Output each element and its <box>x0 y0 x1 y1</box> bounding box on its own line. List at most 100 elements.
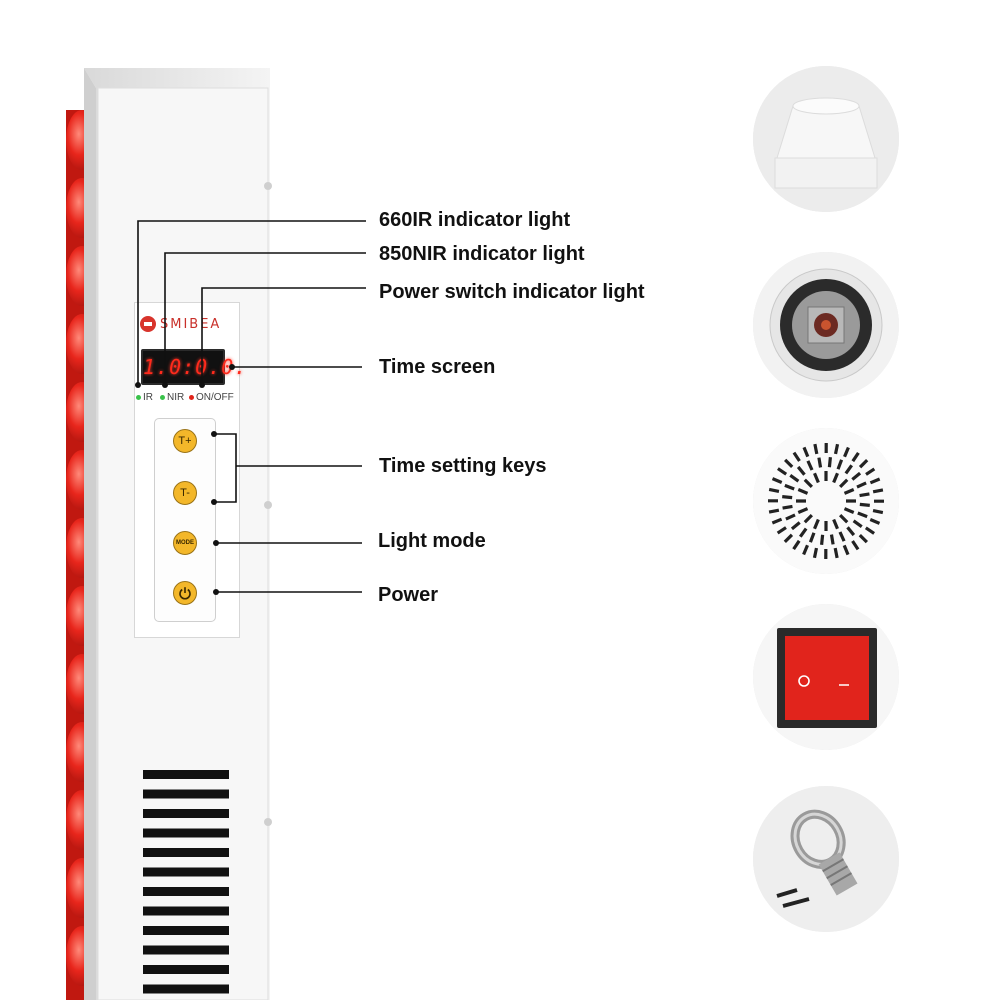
callout-ir-light: 660IR indicator light <box>379 209 571 231</box>
fan-slot <box>869 518 881 525</box>
eye-bolt-icon <box>753 786 899 932</box>
fan-slot <box>799 527 808 538</box>
fan-slot <box>858 459 869 469</box>
mode-button[interactable]: MODE <box>173 531 197 555</box>
eye-bolt-thumbnail <box>753 786 899 932</box>
indicator-nir: NIR <box>160 392 184 403</box>
brand-name: SMIBEA <box>160 316 222 332</box>
fan-slot <box>776 467 788 476</box>
vent-slot <box>143 984 229 994</box>
fan-slot <box>832 518 839 530</box>
time-plus-button[interactable]: T+ <box>173 429 197 453</box>
fan-slot <box>836 459 844 470</box>
indicator-onoff: ON/OFF <box>189 392 234 403</box>
fan-slot <box>864 526 876 535</box>
nir-dot-icon <box>160 395 165 400</box>
brand-logo-icon <box>140 316 156 332</box>
fan-slot <box>812 547 819 559</box>
rocker-switch-thumbnail <box>753 604 899 750</box>
vent-slot <box>143 965 229 974</box>
vent-slot <box>143 770 229 779</box>
fan-slot <box>802 544 809 556</box>
fan-slot <box>869 477 881 485</box>
time-plus-label: T+ <box>178 435 192 447</box>
fan-slot <box>813 472 820 484</box>
fan-slot <box>803 478 813 488</box>
fan-slot <box>838 531 846 542</box>
fan-slot <box>839 478 849 488</box>
fan-slot <box>843 507 855 514</box>
callout-time-screen: Time screen <box>379 356 496 378</box>
fan-slot <box>776 526 787 535</box>
fan-slot <box>784 483 795 491</box>
vent-slot <box>143 828 229 838</box>
mode-label: MODE <box>176 540 194 546</box>
fan-slot <box>851 540 860 551</box>
fan-slot <box>846 526 856 537</box>
fan-slot <box>843 446 850 458</box>
callout-power-switch-light: Power switch indicator light <box>379 281 645 303</box>
ir-dot-icon <box>136 395 141 400</box>
vent-slot <box>143 906 229 916</box>
fan-slot <box>803 514 813 524</box>
fan-slot <box>784 458 794 469</box>
fan-slot <box>813 443 819 455</box>
led-lamp-thumbnail <box>753 252 899 398</box>
fan-slot <box>872 508 884 515</box>
time-minus-label: T- <box>180 487 190 499</box>
fan-slot <box>797 507 809 514</box>
vent-slot <box>143 867 229 877</box>
indicator-ir-label: IR <box>143 392 153 403</box>
fan-slot <box>771 477 783 484</box>
callout-power: Power <box>378 584 439 606</box>
time-minus-button[interactable]: T- <box>173 481 197 505</box>
fan-slot <box>833 547 839 559</box>
fan-slot <box>832 472 839 484</box>
fan-slot <box>856 481 867 489</box>
fan-slot <box>806 460 814 471</box>
fan-slot <box>865 467 876 476</box>
callout-time-keys: Time setting keys <box>379 455 547 477</box>
fan-slot <box>782 504 793 510</box>
fan-slot <box>792 539 801 551</box>
vent-slot <box>143 848 229 857</box>
callout-nir-light: 850NIR indicator light <box>379 243 585 265</box>
fan-slot <box>768 487 780 494</box>
fan-slot <box>851 451 860 463</box>
fan-slot <box>808 532 816 543</box>
rocker-switch-icon <box>753 604 899 750</box>
fan-slot <box>852 519 863 528</box>
fan-slot <box>785 513 796 521</box>
brand-logo: SMIBEA <box>140 316 221 332</box>
fan-slot <box>827 457 832 468</box>
fan-slot <box>820 534 825 545</box>
callout-light-mode: Light mode <box>378 530 486 552</box>
onoff-dot-icon <box>189 395 194 400</box>
vent-slot <box>143 809 229 818</box>
fan-vent-icon <box>753 428 899 574</box>
fan-slot <box>768 508 780 514</box>
fan-slot <box>813 518 820 530</box>
fan-slot <box>839 514 849 524</box>
fan-slot <box>858 533 868 544</box>
power-icon <box>179 587 191 600</box>
power-button[interactable] <box>173 581 197 605</box>
fan-slot <box>796 465 806 476</box>
vent-slot <box>143 789 229 799</box>
indicator-nir-label: NIR <box>167 392 185 403</box>
fan-slot <box>782 495 793 500</box>
fan-slot <box>817 457 823 468</box>
fan-vent-thumbnail <box>753 428 899 574</box>
fan-slot <box>843 488 855 495</box>
fan-slot <box>859 502 870 507</box>
fan-slot <box>842 544 850 556</box>
fan-slot <box>790 521 801 531</box>
led-lamp-icon <box>753 252 899 398</box>
fan-slot <box>771 517 783 525</box>
fan-slot <box>859 492 870 498</box>
foot-pad-thumbnail <box>753 66 899 212</box>
fan-slot <box>797 488 809 495</box>
indicator-onoff-label: ON/OFF <box>196 392 234 403</box>
fan-slot <box>789 474 800 483</box>
